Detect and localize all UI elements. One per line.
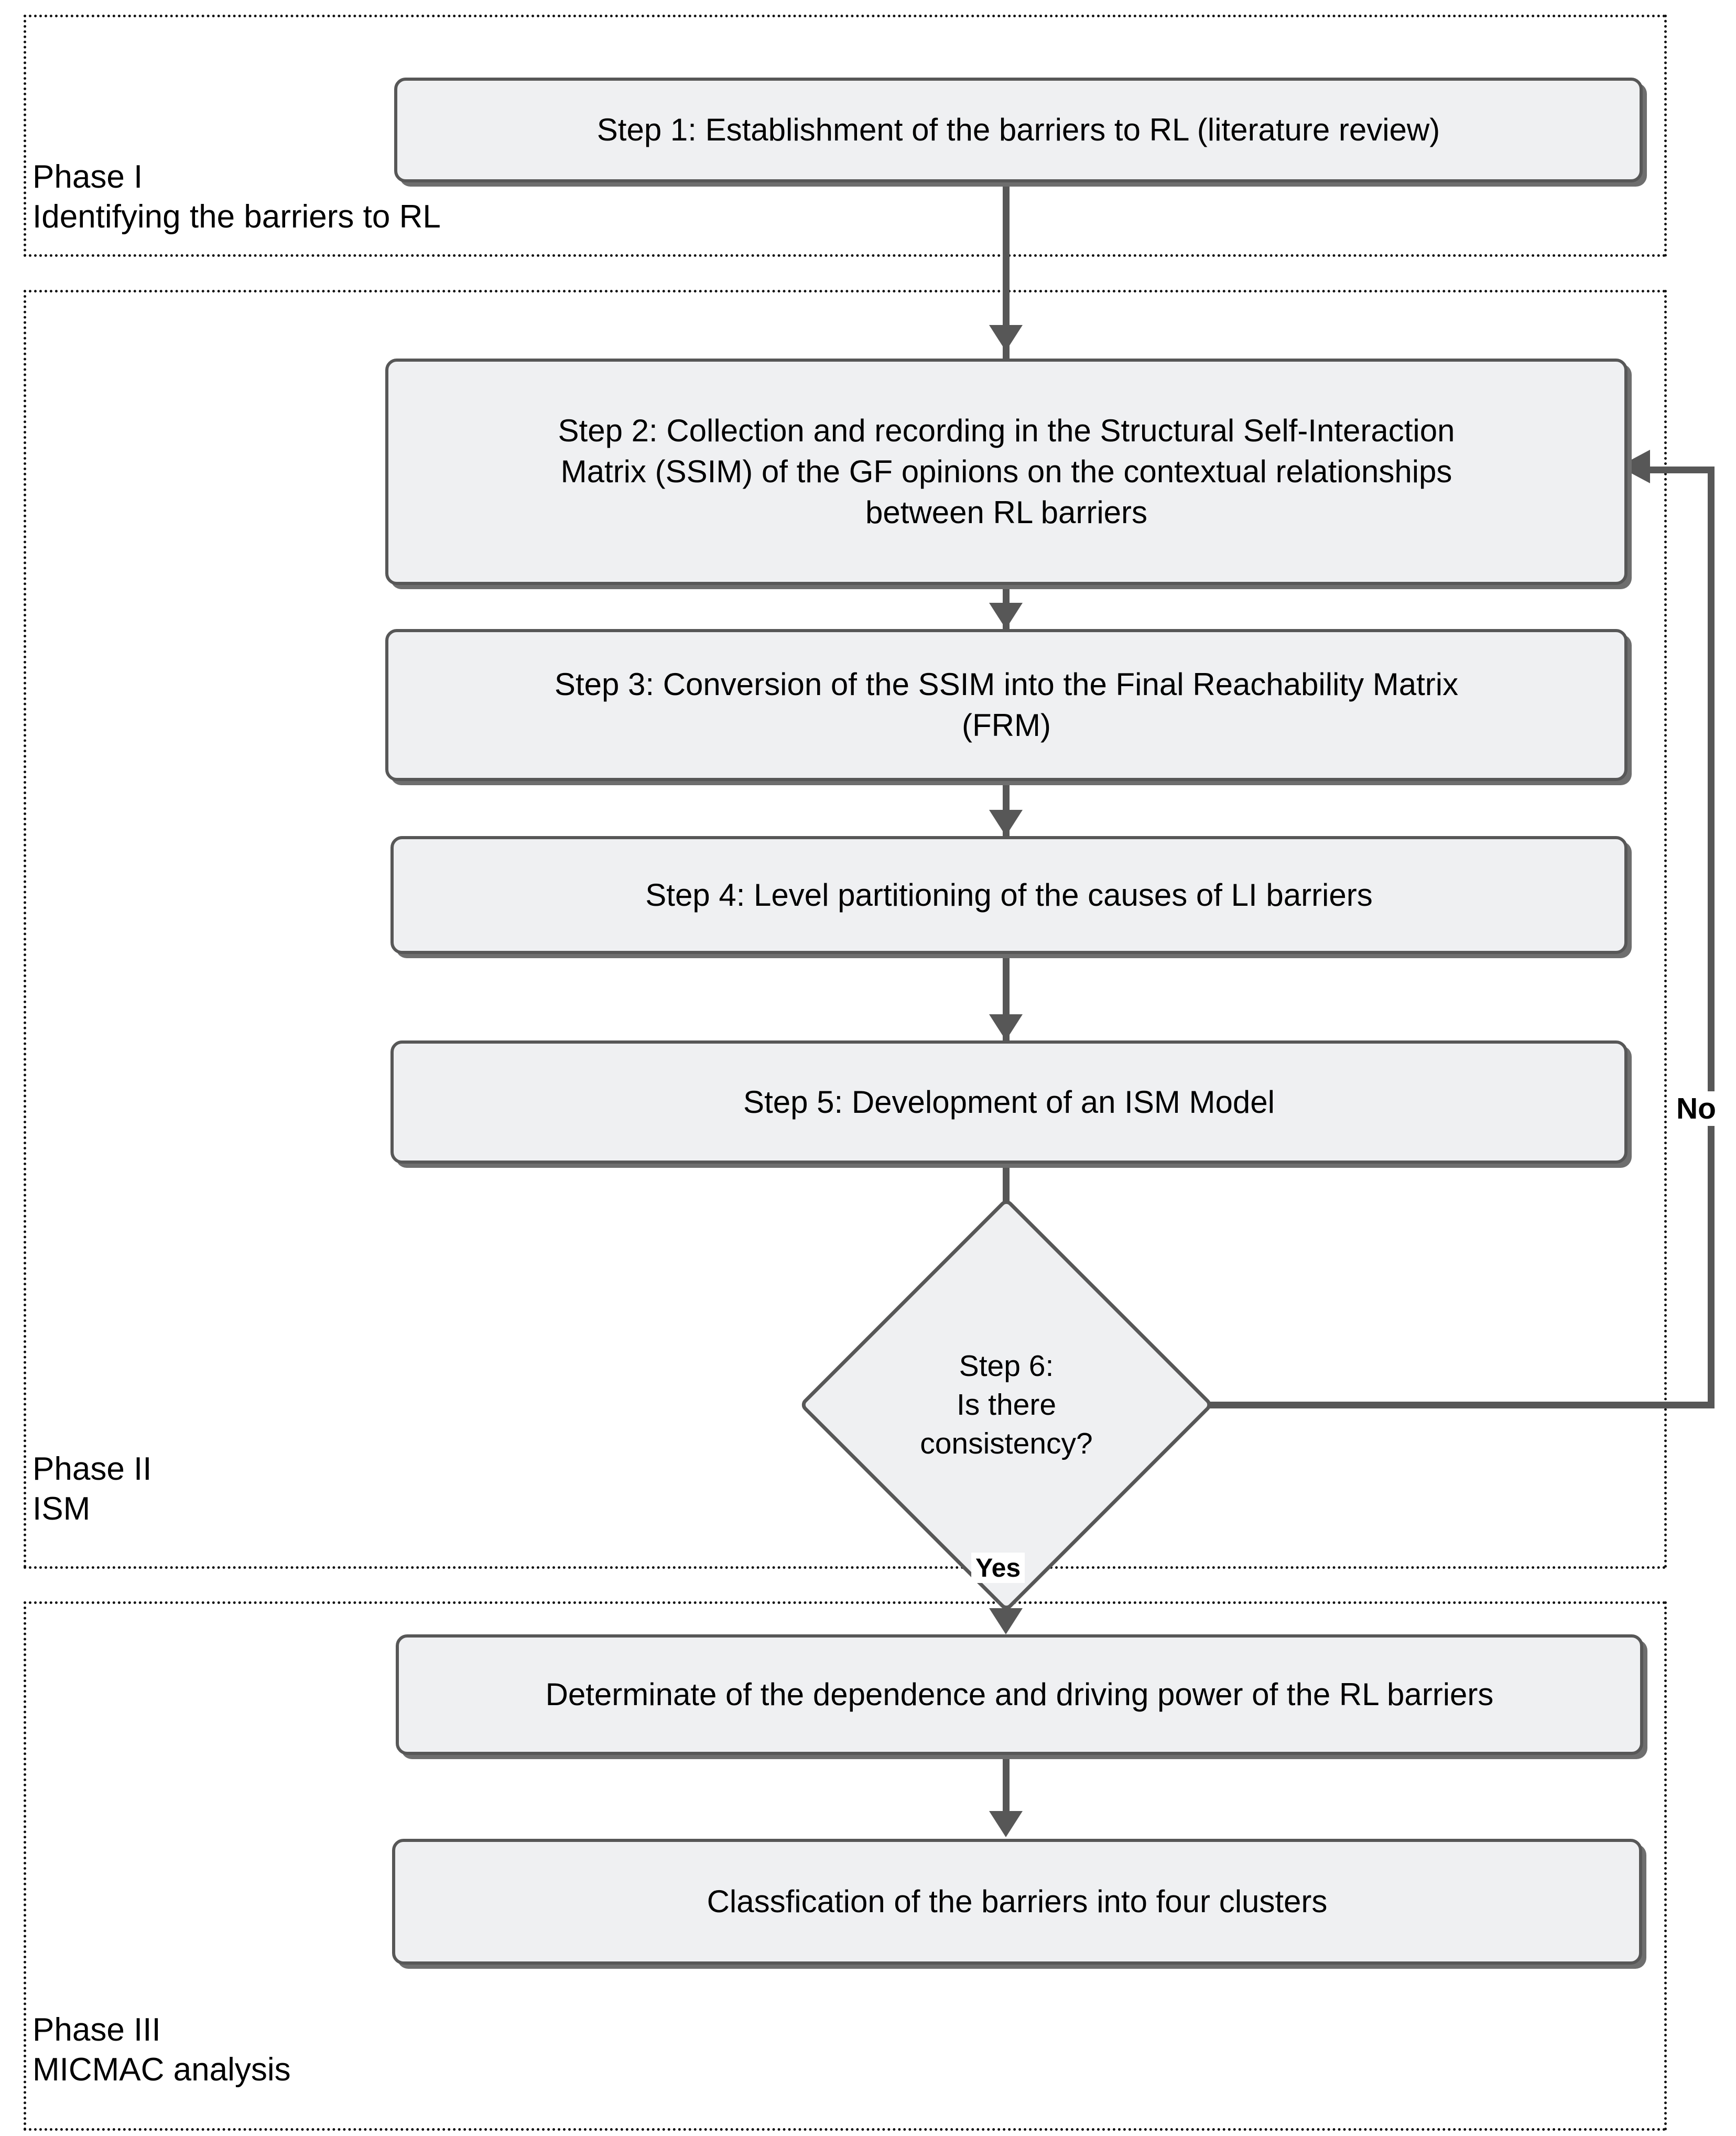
phase-2-label: Phase II ISM — [32, 1451, 152, 1527]
phase-container-3 — [24, 1601, 1667, 2131]
feedback-loop-top-segment — [1635, 467, 1714, 473]
node-classification-four-clusters[interactable]: Classfication of the barriers into four … — [392, 1839, 1642, 1965]
phase-container-1 — [24, 15, 1667, 257]
feedback-loop-vertical-segment — [1708, 467, 1715, 1407]
node-determinate-dependence-driving-power[interactable]: Determinate of the dependence and drivin… — [396, 1634, 1643, 1755]
connector-determinate-classification-arrow — [989, 1811, 1023, 1837]
connector-step3-step4-arrow — [989, 810, 1023, 836]
feedback-loop-bottom-segment — [1151, 1402, 1715, 1408]
node-step-5[interactable]: Step 5: Development of an ISM Model — [390, 1040, 1628, 1164]
node-step-2[interactable]: Step 2: Collection and recording in the … — [385, 359, 1628, 585]
phase-container-2 — [24, 290, 1667, 1569]
phase-3-label: Phase III MICMAC analysis — [32, 2012, 291, 2088]
node-step-6-decision[interactable]: Step 6: Is there consistency? — [799, 1197, 1214, 1612]
connector-determinate-classification-line — [1003, 1755, 1010, 1813]
phase-1-label: Phase I Identifying the barriers to RL — [32, 159, 441, 235]
node-step-4[interactable]: Step 4: Level partitioning of the causes… — [390, 836, 1628, 954]
connector-step4-step5-arrow — [989, 1014, 1023, 1040]
node-step-3[interactable]: Step 3: Conversion of the SSIM into the … — [385, 629, 1628, 781]
edge-label-no: No — [1672, 1091, 1720, 1126]
node-step-1[interactable]: Step 1: Establishment of the barriers to… — [394, 78, 1643, 182]
decision-label: Step 6: Is there consistency? — [920, 1349, 1093, 1461]
edge-label-yes: Yes — [971, 1553, 1025, 1583]
connector-step1-step2-arrow — [989, 325, 1023, 351]
connector-decision-determinate-arrow — [989, 1608, 1023, 1634]
connector-step1-step2-line — [1003, 182, 1010, 361]
connector-step2-step3-arrow — [989, 603, 1023, 629]
